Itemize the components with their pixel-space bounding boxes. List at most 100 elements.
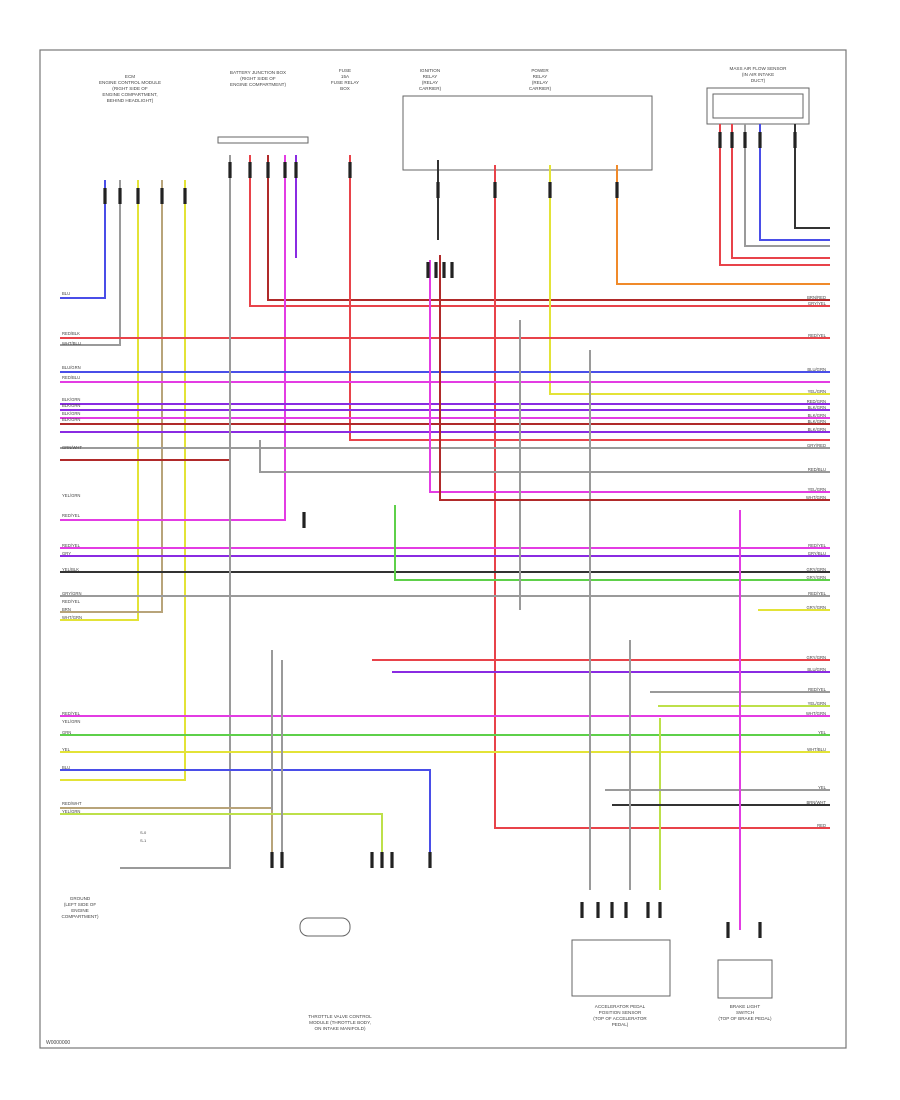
wire-blue <box>60 769 431 860</box>
left-wire-label: GRN/WHT <box>62 445 82 450</box>
connector-pin <box>248 162 252 178</box>
right-wire-label: RED/YEL <box>808 543 827 548</box>
wire-gray <box>744 124 830 247</box>
left-wire-label: BLU <box>62 291 70 296</box>
component-label-line: (RELAY <box>532 80 548 85</box>
wire-darkred <box>60 155 231 461</box>
left-wire-label: RED/BLU <box>62 375 80 380</box>
footer-code: W0000000 <box>46 1040 70 1046</box>
connector-pin <box>136 188 140 204</box>
left-wire-label: WHT/GRN <box>62 615 82 620</box>
right-wire-label: GRY/GRN <box>807 567 826 572</box>
left-wire-label: GRN <box>62 730 71 735</box>
component-label-line: ACCELERATOR PEDAL <box>595 1004 646 1009</box>
connector-pin <box>548 182 552 198</box>
component-label-line: ECM <box>125 74 135 79</box>
component-label-line: (LEFT SIDE OF <box>64 902 97 907</box>
component-label-line: DUCT) <box>751 78 766 83</box>
component-label-line: ENGINE COMPARTMENT) <box>230 82 286 87</box>
connector-pin <box>283 162 287 178</box>
connector-pin <box>596 902 600 918</box>
connector-pin <box>434 262 438 278</box>
wire-red <box>719 124 830 266</box>
component-label-line: BRAKE LIGHT <box>730 1004 761 1009</box>
brake-light-switch-box <box>717 959 773 999</box>
diagram-frame <box>39 49 847 1049</box>
component-label-line: IGNITION <box>420 68 440 73</box>
component-label-line: (RIGHT SIDE OF <box>240 76 276 81</box>
connector-pin <box>302 512 306 528</box>
left-wire-label: BLK/GRN <box>62 397 80 402</box>
connector-pin <box>436 182 440 198</box>
component-label-line: RELAY <box>423 74 438 79</box>
component-label-line: ENGINE <box>71 908 89 913</box>
connector-pin <box>160 188 164 204</box>
component-label-line: BATTERY JUNCTION BOX <box>230 70 286 75</box>
connector-pin <box>294 162 298 178</box>
connector-pin <box>758 132 762 148</box>
right-wire-label: RED/YEL <box>808 333 827 338</box>
connector-pin <box>118 188 122 204</box>
component-label-line: MODULE (THROTTLE BODY, <box>309 1020 371 1025</box>
component-label-line: ENGINE COMPARTMENT, <box>102 92 157 97</box>
component-label-line: (RELAY <box>422 80 438 85</box>
left-wire-label: BLK/GRN <box>62 417 80 422</box>
wire-darkred <box>267 155 830 301</box>
right-wire-label: GRY/GRN <box>807 655 826 660</box>
component-label-line: SWITCH <box>736 1010 754 1015</box>
left-wire-label: WHT/BLU <box>62 341 81 346</box>
component-label-line: (TOP OF ACCELERATOR <box>593 1016 647 1021</box>
connector-pin <box>610 902 614 918</box>
junction-box-label: BATTERY JUNCTION BOX(RIGHT SIDE OFENGINE… <box>230 70 287 87</box>
left-wire-label: GRY/GRN <box>62 591 81 596</box>
right-wire-label: BLK/GRN <box>808 427 826 432</box>
connector-pin <box>370 852 374 868</box>
connector-pin <box>442 262 446 278</box>
wire-red <box>731 124 830 259</box>
connector-pin <box>658 902 662 918</box>
wire-gray <box>60 180 121 346</box>
connector-pin <box>428 852 432 868</box>
left-wire-label: YEL <box>62 747 71 752</box>
connector-pin <box>580 902 584 918</box>
wire-magenta <box>429 260 830 493</box>
wire-tan <box>60 807 273 860</box>
wire-black <box>794 124 830 229</box>
ecm-top-connector-box <box>217 136 309 144</box>
connector-pin <box>380 852 384 868</box>
wire-red <box>249 155 830 307</box>
connector-pin <box>493 182 497 198</box>
wire-blue <box>60 180 106 299</box>
component-label-line: MASS AIR FLOW SENSOR <box>730 66 788 71</box>
connector-pin <box>743 132 747 148</box>
right-wire-label: BRN/WHT <box>806 800 826 805</box>
component-label-line: CARRIER) <box>529 86 552 91</box>
left-wire-label: BRN <box>62 607 71 612</box>
component-label-line: ENGINE CONTROL MODULE <box>99 80 161 85</box>
wire-tan <box>60 180 163 613</box>
wire-gray <box>259 440 830 473</box>
component-label-line: PEDAL) <box>612 1022 629 1027</box>
right-wire-label: BLK/GRN <box>808 405 826 410</box>
component-label-line: GROUND <box>70 896 91 901</box>
wire-green <box>394 505 830 581</box>
relay-box <box>402 95 653 171</box>
connector-pin <box>450 262 454 278</box>
component-label-line: RELAY <box>533 74 548 79</box>
right-wire-label: YEL/GRN <box>808 701 826 706</box>
connector-pin <box>730 132 734 148</box>
connector-pin <box>726 922 730 938</box>
component-label-line: THROTTLE VALVE CONTROL <box>308 1014 372 1019</box>
right-wire-label: WHT/GRN <box>806 711 826 716</box>
connector-pin <box>280 852 284 868</box>
left-wire-label: YEL/BLK <box>62 567 79 572</box>
component-label-line: POSITION SENSOR <box>599 1010 642 1015</box>
right-wire-label: RED/BLU <box>808 467 826 472</box>
connector-pin <box>103 188 107 204</box>
